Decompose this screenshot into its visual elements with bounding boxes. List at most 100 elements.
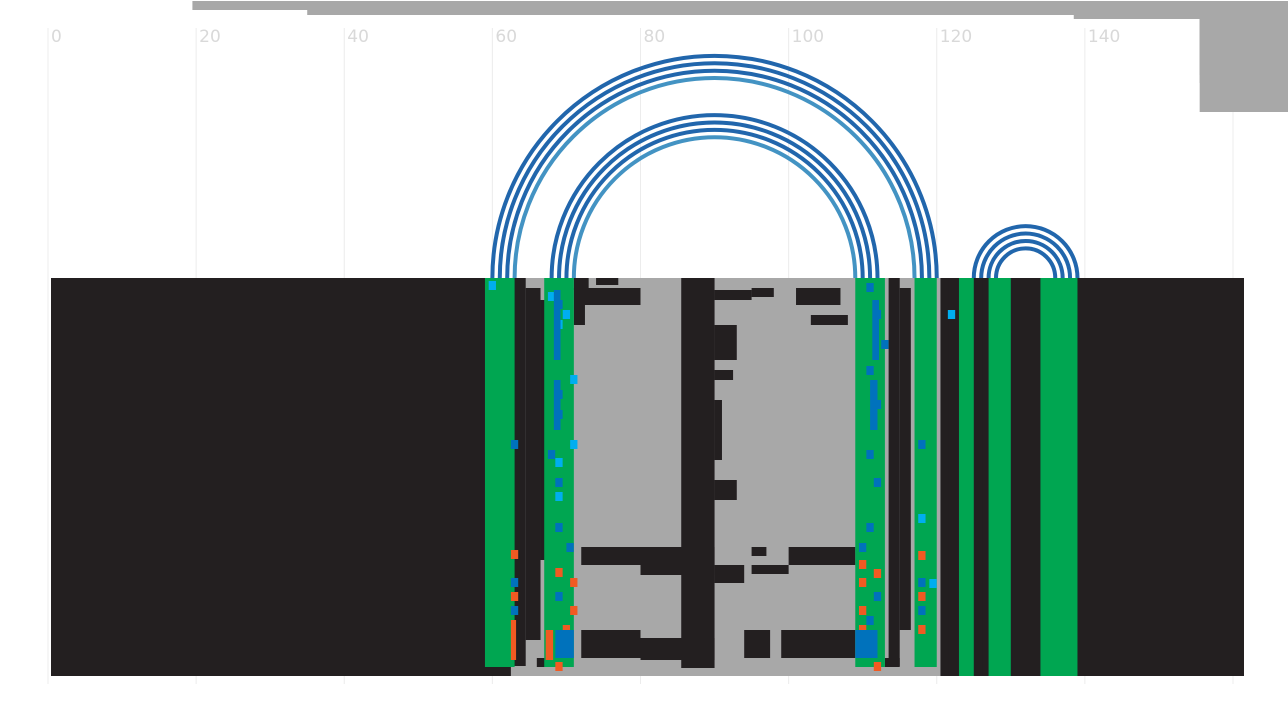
contact-arc: [490, 54, 939, 279]
unpaired-block: [781, 630, 856, 658]
unpaired-block: [751, 547, 767, 556]
paired-speck: [1192, 1, 1288, 10]
stem-accent-pixel: [881, 340, 889, 349]
stem-accent-pixel: [918, 606, 926, 615]
paired-speck: [259, 1, 1288, 10]
helix-stem: [484, 278, 515, 667]
gap-column: [940, 278, 949, 676]
stem-accent-pixel: [555, 492, 563, 501]
stem-strip: [553, 290, 561, 360]
unpaired-block: [714, 480, 737, 500]
axis-tick-labels: 020406080100120140160: [51, 27, 1268, 47]
stem-accent-pixel: [918, 578, 926, 587]
stem-accent-pixel: [866, 616, 874, 625]
arc-layer: [490, 54, 1080, 279]
unpaired-block: [536, 658, 548, 667]
tick-label: 20: [199, 27, 221, 47]
unpaired-block: [751, 565, 789, 574]
unpaired-block: [714, 290, 752, 300]
unpaired-block: [888, 278, 900, 666]
contact-arc: [986, 239, 1065, 279]
contact-matrix: [51, 1, 1288, 676]
tick-label: 140: [1088, 27, 1120, 47]
stem-accent-pixel: [858, 625, 867, 634]
unpaired-block: [714, 400, 722, 460]
stem-accent-pixel: [866, 283, 874, 292]
contact-arc: [971, 224, 1080, 279]
unpaired-block: [581, 547, 715, 565]
unpaired-block: [796, 288, 841, 305]
helix-stem: [855, 278, 885, 667]
tick-label: 60: [495, 27, 517, 47]
contact-arc: [564, 127, 865, 279]
unpaired-block: [751, 288, 774, 297]
unpaired-block: [525, 288, 541, 640]
helix-stem: [958, 278, 974, 676]
unpaired-block: [573, 288, 641, 305]
stem-strip: [545, 630, 554, 660]
stem-accent-pixel: [858, 543, 867, 552]
unpaired-block: [714, 565, 745, 583]
stem-accent-pixel: [858, 606, 867, 615]
stem-accent-pixel: [555, 523, 563, 532]
stem-accent-pixel: [562, 625, 571, 634]
unpaired-block: [788, 547, 856, 565]
unpaired-block: [573, 278, 585, 290]
unpaired-block: [573, 305, 585, 325]
stem-accent-pixel: [555, 478, 563, 487]
unpaired-block: [581, 630, 641, 658]
stem-accent-pixel: [918, 514, 926, 523]
tick-label: 80: [644, 27, 666, 47]
tick-label: 0: [51, 27, 62, 47]
stem-accent-pixel: [510, 606, 519, 615]
stem-accent-pixel: [858, 560, 867, 569]
stem-accent-pixel: [555, 568, 563, 577]
stem-accent-pixel: [873, 662, 882, 671]
paired-speck: [307, 6, 1288, 15]
stem-accent-pixel: [947, 310, 956, 319]
stem-accent-pixel: [510, 592, 519, 601]
helix-stem: [988, 278, 1011, 676]
tick-label: 100: [792, 27, 824, 47]
stem-accent-pixel: [555, 458, 563, 467]
contact-arc: [497, 61, 932, 279]
contact-arc: [549, 113, 880, 279]
stem-strip: [872, 300, 879, 360]
stem-accent-pixel: [566, 543, 574, 552]
stem-accent-pixel: [570, 440, 578, 449]
contact-arc: [571, 135, 858, 279]
stem-accent-pixel: [918, 625, 926, 634]
stem-accent-pixel: [866, 366, 874, 375]
unpaired-block: [714, 370, 734, 380]
contact-arc: [505, 68, 924, 279]
stem-strip: [510, 620, 517, 660]
stem-block: [555, 630, 574, 658]
unpaired-block: [744, 630, 771, 658]
unpaired-block: [513, 278, 526, 666]
stem-accent-pixel: [570, 375, 578, 384]
stem-strip: [553, 380, 561, 430]
gap-column: [1012, 278, 1041, 676]
stem-accent-pixel: [866, 523, 874, 532]
unpaired-block: [714, 325, 737, 360]
stem-accent-pixel: [858, 578, 867, 587]
gap-column: [975, 278, 983, 676]
stem-accent-pixel: [562, 310, 571, 319]
stem-accent-pixel: [547, 292, 556, 301]
stem-accent-pixel: [555, 662, 563, 671]
unpaired-block: [884, 658, 900, 667]
stem-accent-pixel: [570, 578, 578, 587]
unpaired-block: [810, 315, 848, 325]
stem-accent-pixel: [547, 450, 556, 459]
stem-accent-pixel: [570, 606, 578, 615]
stem-accent-pixel: [873, 592, 882, 601]
stem-accent-pixel: [918, 440, 926, 449]
paired-speck: [1199, 1, 1288, 112]
unpaired-block: [582, 278, 589, 290]
stem-accent-pixel: [873, 478, 882, 487]
stem-accent-pixel: [918, 592, 926, 601]
unpaired-block: [640, 638, 715, 660]
tick-label: 120: [940, 27, 972, 47]
stem-accent-pixel: [929, 579, 937, 588]
